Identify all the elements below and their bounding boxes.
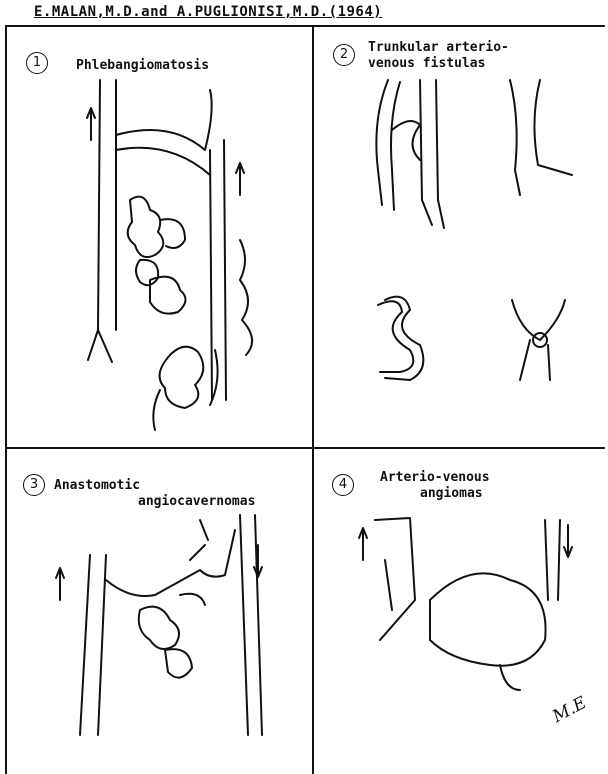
panel-4-number-badge: 4 [332,474,354,496]
panel-1-label: Phlebangiomatosis [76,58,209,73]
panel-2-label-line2: venous fistulas [368,56,485,71]
panel-2-label-line1: Trunkular arterio- [368,40,509,55]
fistula-2d [512,300,565,380]
fistula-connection [392,121,420,160]
angioma-cluster [128,197,164,257]
panel-grid [6,26,604,774]
vein-2a [420,80,444,228]
artery-2a [376,80,400,210]
tortuous-vessel [385,297,423,380]
vessel-3-arch [106,530,235,596]
tortuous-vessel [240,240,252,355]
panel-3-number-badge: 3 [23,474,45,496]
vein-1-right [210,150,212,400]
panel-3-label-line1: Anastomotic [54,478,140,493]
vessel-4-right [545,520,560,600]
vein-3-left [80,555,106,735]
panel-4-label-line1: Arterio-venous [380,470,490,485]
panel-3-drawing [56,515,262,735]
cavernoma-cluster [139,607,179,649]
panel-3-label-line2: angiocavernomas [138,494,255,509]
angioma-mass [430,573,546,665]
panel-2-drawing [376,80,572,380]
panel-1-drawing [87,80,252,430]
angioma-cluster [160,347,204,408]
panel-4-drawing [359,518,572,690]
panel-1-number-badge: 1 [26,52,48,74]
vein-1-arch [116,90,212,150]
vessel-4-left [375,518,415,640]
panel-2-number-badge: 2 [333,44,355,66]
panel-4-label-line2: angiomas [420,486,483,501]
vessel-2b [510,80,572,195]
